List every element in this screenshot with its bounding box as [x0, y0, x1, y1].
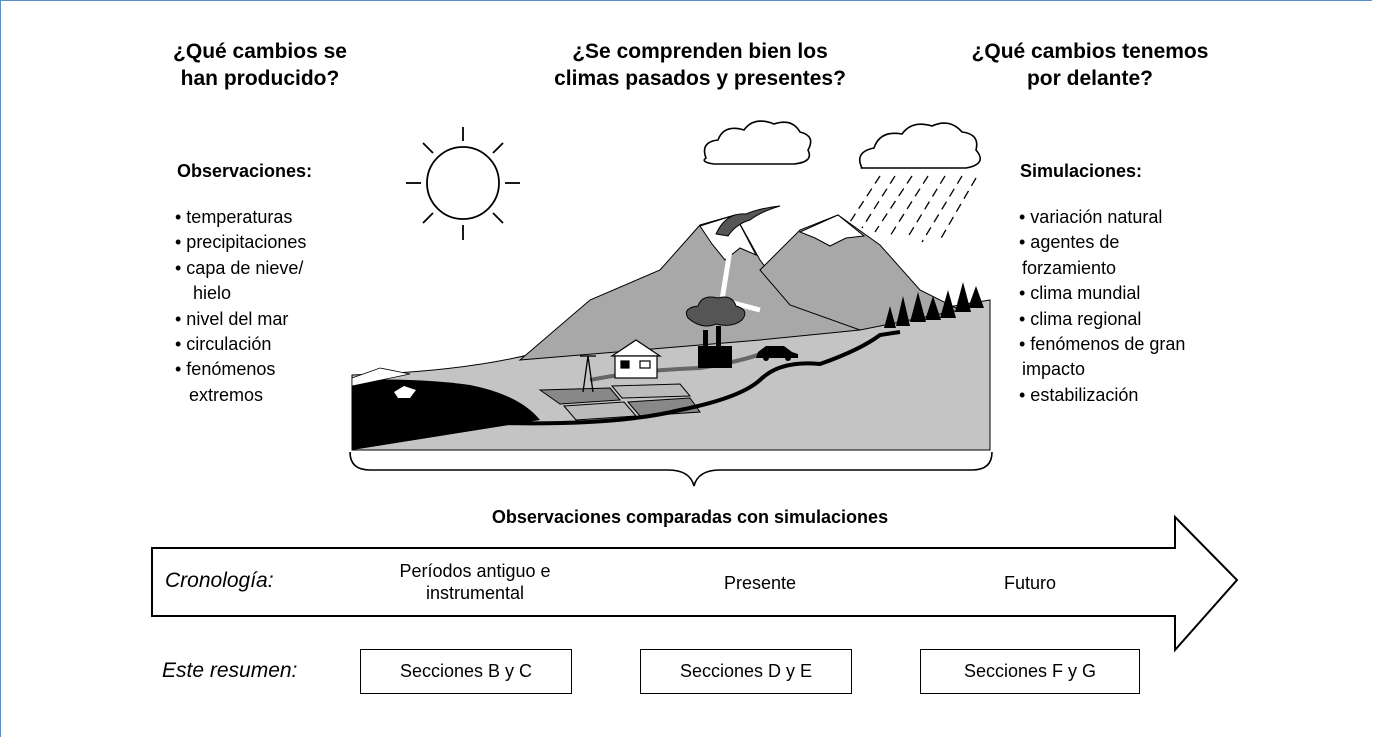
smoke-plume — [715, 205, 781, 237]
list-item: • circulación — [175, 334, 272, 355]
farm-fields — [538, 383, 701, 421]
question-understanding: ¿Se comprenden bien los climas pasados y… — [554, 40, 846, 90]
section-box-f-g: Secciones F y G — [920, 649, 1140, 694]
list-item: • clima mundial — [1019, 283, 1141, 304]
observations-list: • temperaturas • precipitaciones • capa … — [175, 205, 306, 408]
section-box-d-e: Secciones D y E — [640, 649, 852, 694]
simulations-list: • variación natural • agentes de forzami… — [1019, 205, 1185, 408]
timeline-period-future: Futuro — [1003, 573, 1057, 593]
list-item: hielo — [193, 283, 232, 304]
mountain-right — [759, 214, 962, 331]
list-item: • temperaturas — [175, 207, 293, 227]
section-box-b-c: Secciones B y C — [360, 649, 572, 694]
rain-icon — [849, 175, 977, 243]
list-item: • agentes de — [1019, 232, 1120, 253]
list-item: • nivel del mar — [175, 308, 289, 329]
list-item: • clima regional — [1019, 308, 1142, 329]
list-item: extremos — [189, 384, 264, 405]
timeline-period-past: Períodos antiguo e instrumental — [399, 561, 551, 603]
list-item: • precipitaciones — [175, 232, 307, 253]
snow-patch — [351, 367, 411, 387]
river — [429, 330, 901, 426]
house-icon — [610, 339, 662, 379]
timeline-arrow — [151, 514, 1239, 653]
list-item: • estabilización — [1019, 384, 1139, 405]
observations-heading: Observaciones: — [177, 161, 313, 181]
summary-label: Este resumen: — [162, 659, 298, 682]
sun-icon — [406, 127, 520, 240]
timeline-label: Cronología: — [165, 569, 274, 592]
comparison-brace — [349, 451, 993, 487]
snow-cap — [798, 214, 866, 247]
list-item: impacto — [1022, 359, 1086, 380]
comparison-label: Observaciones comparadas con simulacione… — [491, 507, 889, 527]
question-future-changes: ¿Qué cambios tenemos por delante? — [971, 40, 1209, 90]
list-item: • variación natural — [1019, 207, 1163, 227]
question-past-changes: ¿Qué cambios se han producido? — [173, 40, 347, 90]
windmill-icon — [580, 355, 596, 393]
list-item: • fenómenos — [175, 359, 276, 380]
rain-cloud-icon — [858, 122, 982, 169]
forest-icon — [884, 282, 984, 328]
cloud-icon — [703, 120, 812, 165]
list-item: forzamiento — [1022, 257, 1117, 278]
car-icon — [756, 346, 798, 361]
simulations-heading: Simulaciones: — [1020, 161, 1143, 181]
list-item: • capa de nieve/ — [175, 257, 304, 278]
list-item: • fenómenos de gran — [1019, 334, 1186, 355]
factory-icon — [685, 296, 746, 368]
ice-floe — [394, 386, 416, 398]
timeline-period-present: Presente — [723, 573, 797, 593]
